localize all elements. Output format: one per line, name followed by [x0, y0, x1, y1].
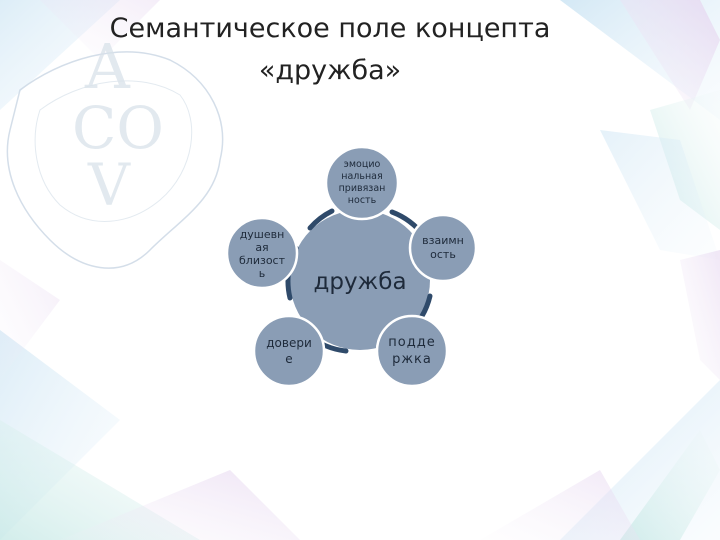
- node-label-line: ая: [255, 241, 269, 254]
- bg-facet: [680, 250, 720, 380]
- node-label-line: эмоцио: [343, 159, 381, 170]
- node-label-line: близост: [239, 254, 285, 267]
- node-label-line: подде: [388, 335, 436, 350]
- node-label-line: довери: [266, 336, 312, 350]
- node-label-line: е: [285, 352, 293, 366]
- watermark-map-outline: [6, 51, 224, 269]
- node-label-line: ржка: [392, 352, 432, 367]
- node-label-emotional: эмоцио нальная привязан ность: [326, 156, 398, 210]
- node-label-line: ность: [347, 195, 377, 206]
- bg-facet: [620, 430, 720, 540]
- bg-facet: [480, 470, 640, 540]
- node-label-trust: довери е: [254, 333, 324, 369]
- bg-facet: [40, 0, 160, 60]
- node-circle-trust: [252, 314, 326, 388]
- arrow-arc: [307, 208, 335, 231]
- bg-facet: [600, 130, 720, 260]
- center-label-text: дружба: [313, 269, 407, 295]
- node-circle-mutuality: [408, 213, 478, 283]
- node-circle-emotional: [324, 145, 400, 221]
- bg-facet: [0, 260, 60, 380]
- node-label-support: подде ржка: [377, 333, 447, 369]
- node-circle-support: [375, 314, 449, 388]
- watermark-letter: A: [84, 30, 131, 103]
- node-label-line: ость: [430, 248, 456, 261]
- slide-title-line-1: Семантическое поле концепта: [109, 13, 551, 44]
- watermark-map-outline: [34, 80, 193, 222]
- node-label-mutuality: взаимн ость: [410, 232, 476, 264]
- center-label: дружба: [300, 262, 420, 302]
- node-label-closeness: душевн ая близост ь: [227, 226, 297, 282]
- node-circle-closeness: [225, 216, 299, 290]
- bg-facet: [60, 470, 300, 540]
- slide-title-line-2: «дружба»: [258, 55, 402, 86]
- bg-facet: [620, 0, 720, 110]
- slide-title: Семантическое поле концепта «дружба»: [60, 8, 600, 92]
- node-label-line: нальная: [341, 171, 383, 182]
- watermark-letter: V: [87, 151, 131, 219]
- watermark-letter: CO: [72, 94, 164, 162]
- node-label-line: душевн: [239, 228, 285, 241]
- node-label-line: привязан: [338, 183, 386, 194]
- center-circle: [290, 210, 430, 350]
- node-label-line: ь: [258, 267, 266, 280]
- node-label-line: взаимн: [422, 234, 464, 247]
